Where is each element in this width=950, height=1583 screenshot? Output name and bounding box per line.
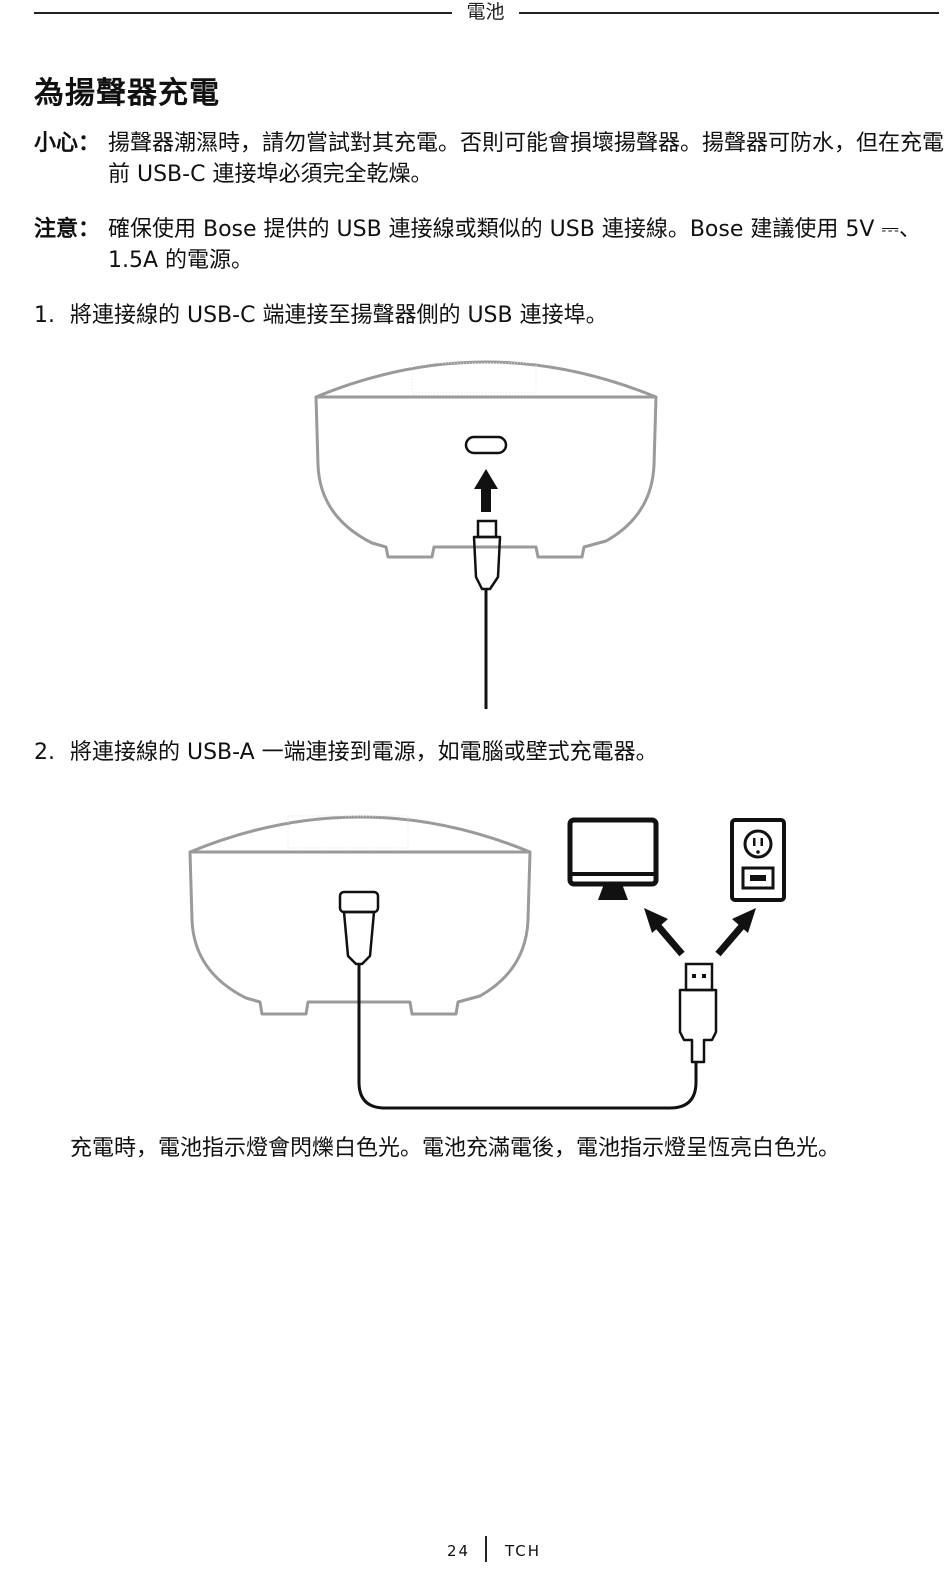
usb-a-connection-illustration <box>188 815 786 1110</box>
header-rule-left <box>34 12 452 14</box>
usb-a-plug-icon <box>678 962 718 1064</box>
footer-divider <box>485 1536 487 1562</box>
step-2: 2. 將連接線的 USB-A 一端連接到電源，如電腦或壁式充電器。 <box>34 737 934 768</box>
caution-notice: 小心： 揚聲器潮濕時，請勿嘗試對其充電。否則可能會損壞揚聲器。揚聲器可防水，但在… <box>34 128 944 190</box>
step-text: 將連接線的 USB-A 一端連接到電源，如電腦或壁式充電器。 <box>70 740 658 765</box>
arrow-to-wall-charger-icon <box>715 908 756 957</box>
computer-monitor-icon <box>567 817 659 900</box>
caution-text: 揚聲器潮濕時，請勿嘗試對其充電。否則可能會損壞揚聲器。揚聲器可防水，但在充電前 … <box>108 131 945 187</box>
note-notice: 注意： 確保使用 Bose 提供的 USB 連接線或類似的 USB 連接線。Bo… <box>34 214 944 276</box>
usb-c-plug-icon <box>338 890 380 966</box>
caution-label: 小心： <box>34 131 101 156</box>
page-title: 為揚聲器充電 <box>34 76 220 111</box>
page-number: 24 <box>447 1542 471 1560</box>
page-footer: 24 TCH <box>0 1536 950 1566</box>
speaker-illustration <box>314 360 658 559</box>
arrow-to-computer-icon <box>644 908 685 957</box>
charging-caption: 充電時，電池指示燈會閃爍白色光。電池充滿電後，電池指示燈呈恆亮白色光。 <box>70 1136 841 1161</box>
usb-c-plug-icon <box>472 519 502 709</box>
step-1: 1. 將連接線的 USB-C 端連接至揚聲器側的 USB 連接埠。 <box>34 300 934 331</box>
step-text: 將連接線的 USB-C 端連接至揚聲器側的 USB 連接埠。 <box>70 303 608 328</box>
wall-charger-icon <box>730 818 786 902</box>
step-number: 2. <box>34 740 55 765</box>
language-code: TCH <box>505 1542 542 1560</box>
usb-c-connection-illustration <box>314 360 658 709</box>
cable-line <box>357 964 698 1110</box>
section-label: 電池 <box>466 1 505 23</box>
up-arrow-icon <box>474 469 498 512</box>
header-rule-right <box>519 12 939 14</box>
note-text: 確保使用 Bose 提供的 USB 連接線或類似的 USB 連接線。Bose 建… <box>108 217 921 273</box>
note-label: 注意： <box>34 217 101 242</box>
usb-c-port <box>464 435 508 455</box>
step-number: 1. <box>34 303 55 328</box>
